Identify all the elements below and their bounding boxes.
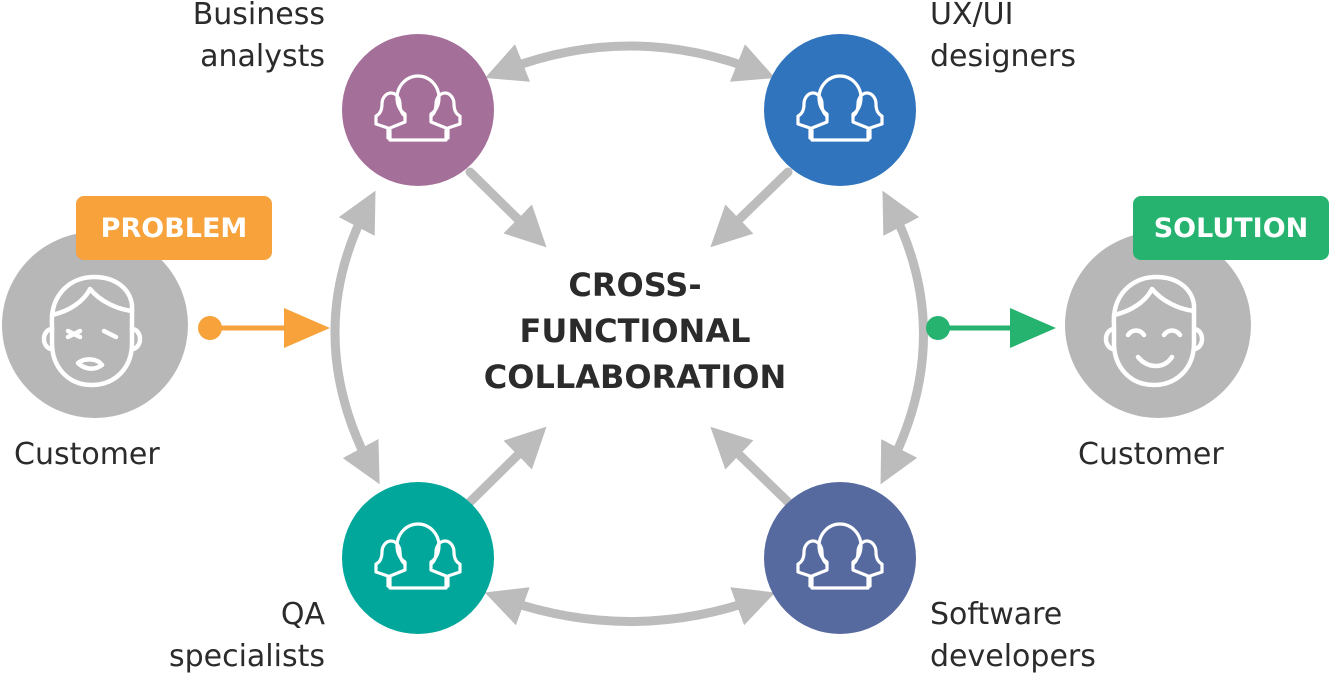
label-line: specialists	[168, 639, 325, 674]
people-icon	[796, 74, 884, 142]
people-icon	[374, 74, 462, 142]
label-line: designers	[930, 39, 1076, 74]
customer-right-arrow-head	[1010, 308, 1056, 348]
center-title-line: CROSS-	[568, 266, 702, 304]
label-line: analysts	[200, 39, 325, 74]
arrow-right-curve	[880, 190, 928, 485]
solution-badge: SOLUTION	[1133, 196, 1329, 260]
arrow-top-curve	[484, 41, 776, 82]
customer-right-label: Customer	[1078, 437, 1224, 472]
customer-left-label: Customer	[14, 437, 160, 472]
center-title-line: FUNCTIONAL	[519, 312, 751, 350]
arrow-bottom-curve	[484, 587, 776, 626]
software-developers-label: Software developers	[930, 594, 1096, 678]
arrow-ba-to-center	[465, 167, 547, 248]
ux-ui-designers-label: UX/UI designers	[930, 0, 1076, 78]
people-icon	[374, 522, 462, 590]
center-title: CROSS- FUNCTIONAL COLLABORATION	[455, 262, 815, 400]
label-line: QA	[280, 597, 325, 632]
software-developers-circle	[764, 482, 916, 634]
label-line: UX/UI	[930, 0, 1014, 32]
label-line: Business	[192, 0, 325, 32]
business-analysts-label: Business analysts	[120, 0, 325, 78]
label-line: Software	[930, 597, 1063, 632]
arrow-qa-to-center	[465, 426, 547, 507]
arrow-left-curve	[330, 190, 380, 485]
label-line: developers	[930, 639, 1096, 674]
qa-specialists-circle	[342, 482, 494, 634]
qa-specialists-label: QA specialists	[120, 594, 325, 678]
arrow-ux-to-center	[710, 167, 793, 248]
arrow-dev-to-center	[710, 426, 793, 507]
business-analysts-circle	[342, 34, 494, 186]
people-icon	[796, 522, 884, 590]
sad-face-icon	[41, 274, 143, 388]
ux-ui-designers-circle	[764, 34, 916, 186]
center-title-line: COLLABORATION	[483, 358, 787, 396]
happy-face-icon	[1103, 274, 1205, 388]
problem-badge: PROBLEM	[76, 196, 272, 260]
customer-left-arrow-head	[284, 308, 330, 348]
